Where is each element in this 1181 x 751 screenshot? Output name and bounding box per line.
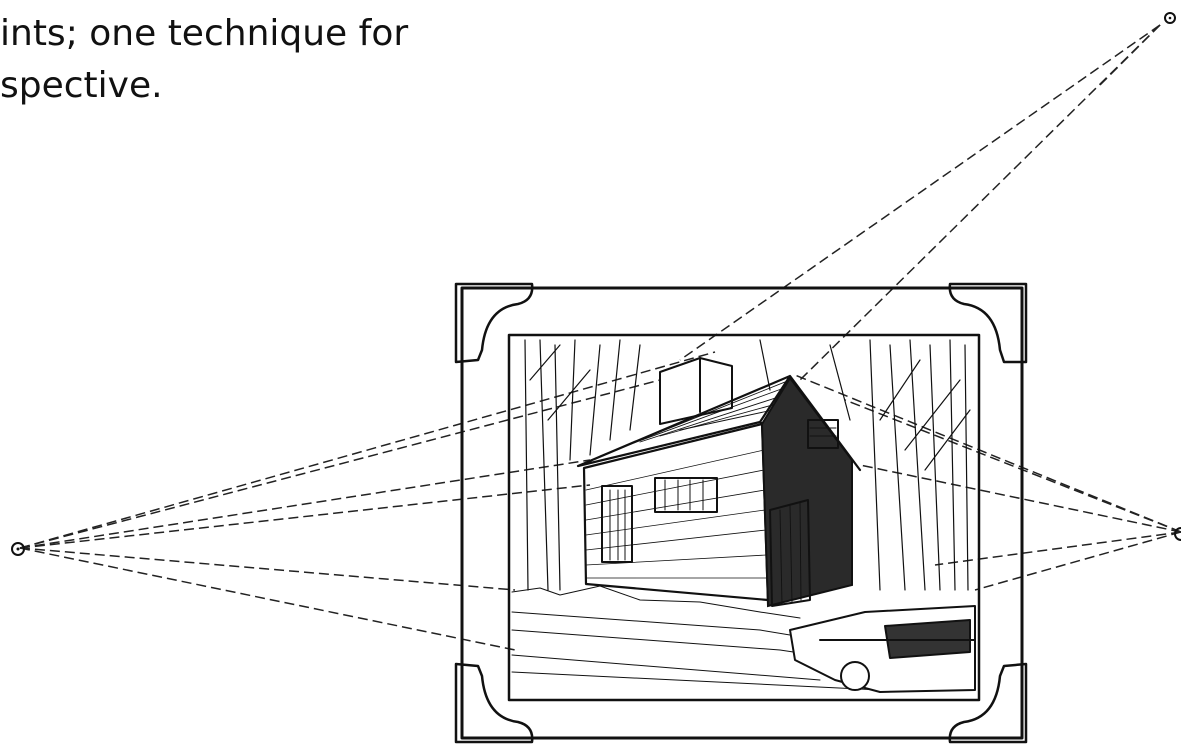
construction-lines-top bbox=[680, 25, 1160, 380]
construction-line bbox=[680, 25, 1160, 360]
construction-lines-left bbox=[20, 352, 715, 650]
construction-line bbox=[935, 532, 1181, 565]
chimney bbox=[660, 358, 732, 424]
house-in-frame-icon bbox=[512, 340, 975, 692]
frame-corner-icon bbox=[950, 284, 1026, 362]
construction-line bbox=[20, 352, 715, 548]
construction-line bbox=[1100, 25, 1160, 85]
construction-line bbox=[20, 380, 660, 548]
construction-line bbox=[20, 548, 515, 590]
car bbox=[790, 606, 975, 692]
construction-line bbox=[20, 485, 590, 548]
house-side-wall bbox=[762, 378, 852, 606]
construction-line bbox=[845, 400, 1181, 532]
frame-corner-icon bbox=[456, 284, 532, 362]
construction-line bbox=[20, 548, 515, 650]
frame-corner-icon bbox=[456, 664, 532, 742]
vanishing-point-top-right bbox=[1165, 13, 1175, 23]
construction-line bbox=[975, 532, 1181, 590]
house-window bbox=[602, 486, 632, 562]
vanishing-point-right bbox=[1175, 528, 1181, 540]
